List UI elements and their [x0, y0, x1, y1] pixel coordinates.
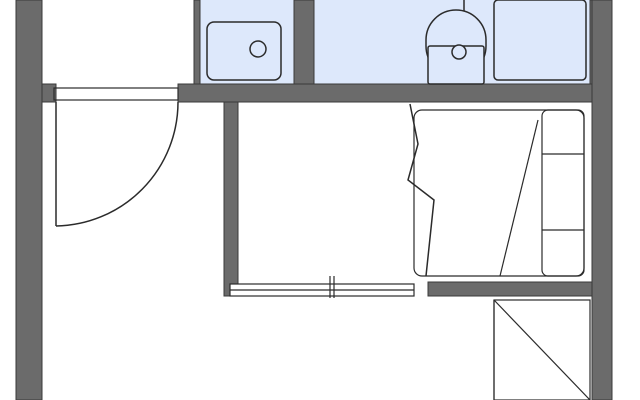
closet-icon	[493, 299, 591, 400]
kitchen-sink-icon	[206, 21, 282, 81]
toilet-icon	[425, 0, 487, 85]
sliding-door	[229, 276, 415, 298]
wall-kitchen-bath	[293, 0, 315, 85]
bathtub-icon	[493, 0, 587, 81]
wall-bath-end	[589, 0, 593, 85]
interior-wall-alcove	[223, 101, 239, 297]
interior-wall-top-left	[41, 83, 57, 103]
bed-icon	[407, 103, 585, 277]
wall-below-bed	[427, 281, 593, 297]
wall-closet-kitchen	[193, 0, 201, 85]
entry-door-icon	[53, 87, 179, 227]
interior-wall-top-right	[177, 83, 593, 103]
outer-wall-left	[15, 0, 43, 400]
outer-wall-right	[591, 0, 613, 400]
